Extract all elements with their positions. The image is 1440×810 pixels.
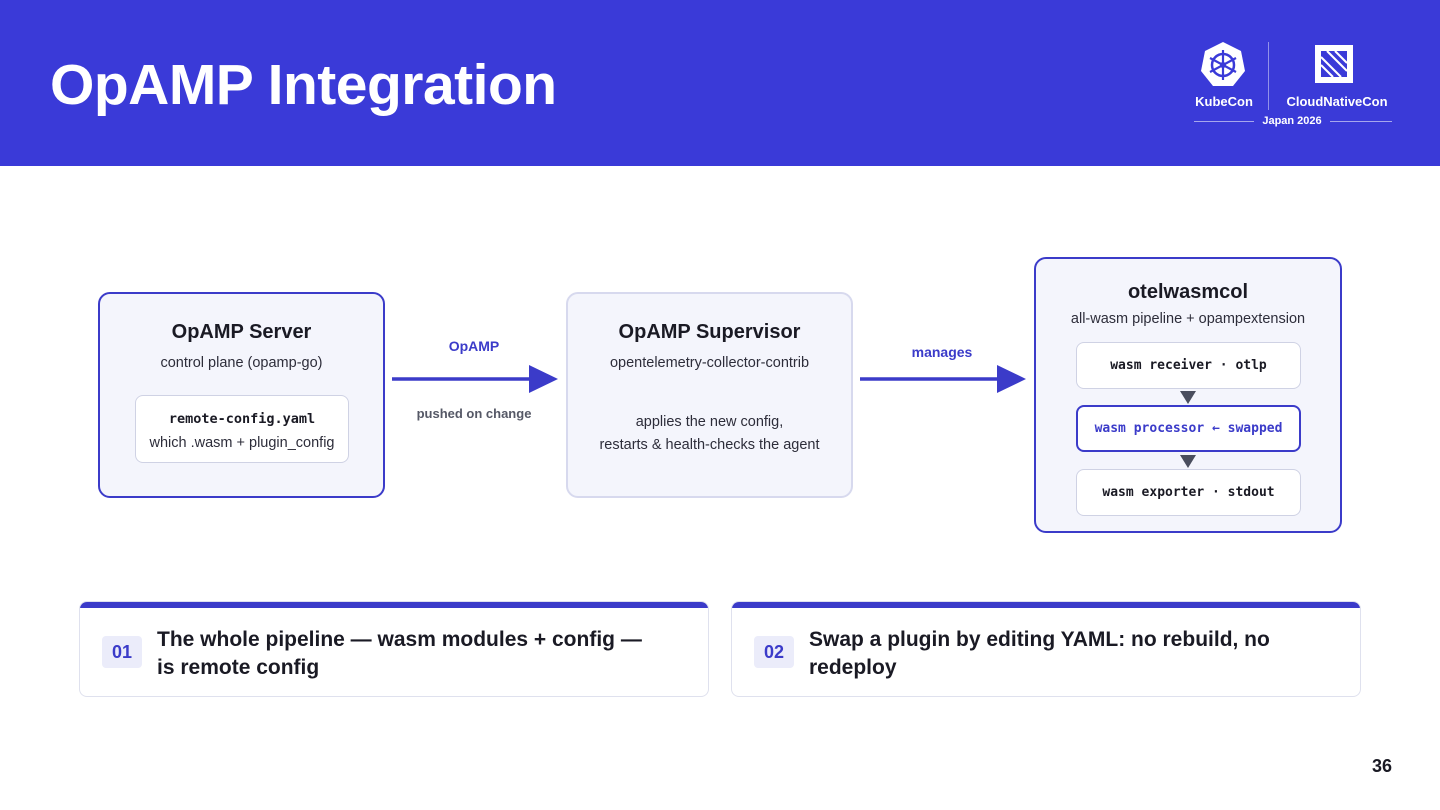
stage-exporter: wasm exporter · stdout <box>1076 469 1301 516</box>
otelwasmcol-box: otelwasmcol all-wasm pipeline + opampext… <box>1034 257 1342 533</box>
takeaway-card-2: 02 Swap a plugin by editing YAML: no reb… <box>731 601 1361 697</box>
event-year-text: Japan 2026 <box>1262 115 1322 127</box>
arrow-right-icon <box>860 365 1026 393</box>
supervisor-title: OpAMP Supervisor <box>618 321 801 343</box>
arrow-right-icon <box>392 365 558 393</box>
slide-title: OpAMP Integration <box>50 53 557 117</box>
logo-rule-left <box>1194 121 1254 122</box>
kubecon-text: KubeCon <box>1195 94 1253 109</box>
opamp-supervisor-box: OpAMP Supervisor opentelemetry-collector… <box>566 292 853 498</box>
card-text-line1: The whole pipeline — wasm modules + conf… <box>157 628 642 651</box>
cncf-icon <box>1315 45 1353 83</box>
card-text: The whole pipeline — wasm modules + conf… <box>157 626 687 682</box>
card-text-line2: redeploy <box>809 656 897 679</box>
collector-title: otelwasmcol <box>1127 281 1249 303</box>
card-accent-bar <box>732 602 1360 608</box>
cloudnativecon-text: CloudNativeCon <box>1286 94 1388 109</box>
arrow-opamp-label: OpAMP <box>448 338 500 354</box>
logo-rule-right <box>1330 121 1392 122</box>
logo-divider <box>1268 42 1269 110</box>
title-bar: OpAMP Integration KubeCon CloudNative <box>0 0 1440 166</box>
supervisor-body-line1: applies the new config, <box>635 414 784 430</box>
stage-processor: wasm processor ← swapped <box>1076 405 1301 452</box>
arrow-manages-label: manages <box>911 344 973 360</box>
server-title: OpAMP Server <box>171 321 312 343</box>
card-accent-bar <box>80 602 708 608</box>
supervisor-body-line2: restarts & health-checks the agent <box>599 437 820 453</box>
card-number-badge: 02 <box>754 636 794 668</box>
takeaway-card-1: 01 The whole pipeline — wasm modules + c… <box>79 601 709 697</box>
kubernetes-helm-icon <box>1201 42 1245 86</box>
opamp-server-box: OpAMP Server control plane (opamp-go) re… <box>98 292 385 498</box>
server-subtitle: control plane (opamp-go) <box>160 355 323 371</box>
down-arrow-icon <box>1180 455 1196 468</box>
stage-receiver: wasm receiver · otlp <box>1076 342 1301 389</box>
config-filename: remote-config.yaml <box>168 411 316 427</box>
page-number: 36 <box>1371 756 1392 776</box>
arrow-pushed-label: pushed on change <box>416 406 532 421</box>
supervisor-subtitle: opentelemetry-collector-contrib <box>609 355 810 371</box>
card-number-badge: 01 <box>102 636 142 668</box>
kubecon-logo: KubeCon CloudNativeCon Japan 2026 <box>1188 40 1398 130</box>
collector-subtitle: all-wasm pipeline + opampextension <box>1070 311 1306 327</box>
config-description: which .wasm + plugin_config <box>149 435 335 451</box>
card-text-line2: is remote config <box>157 656 320 679</box>
remote-config-card: remote-config.yaml which .wasm + plugin_… <box>135 395 349 463</box>
card-text-line1: Swap a plugin by editing YAML: no rebuil… <box>809 628 1270 651</box>
card-text: Swap a plugin by editing YAML: no rebuil… <box>809 626 1339 682</box>
down-arrow-icon <box>1180 391 1196 404</box>
